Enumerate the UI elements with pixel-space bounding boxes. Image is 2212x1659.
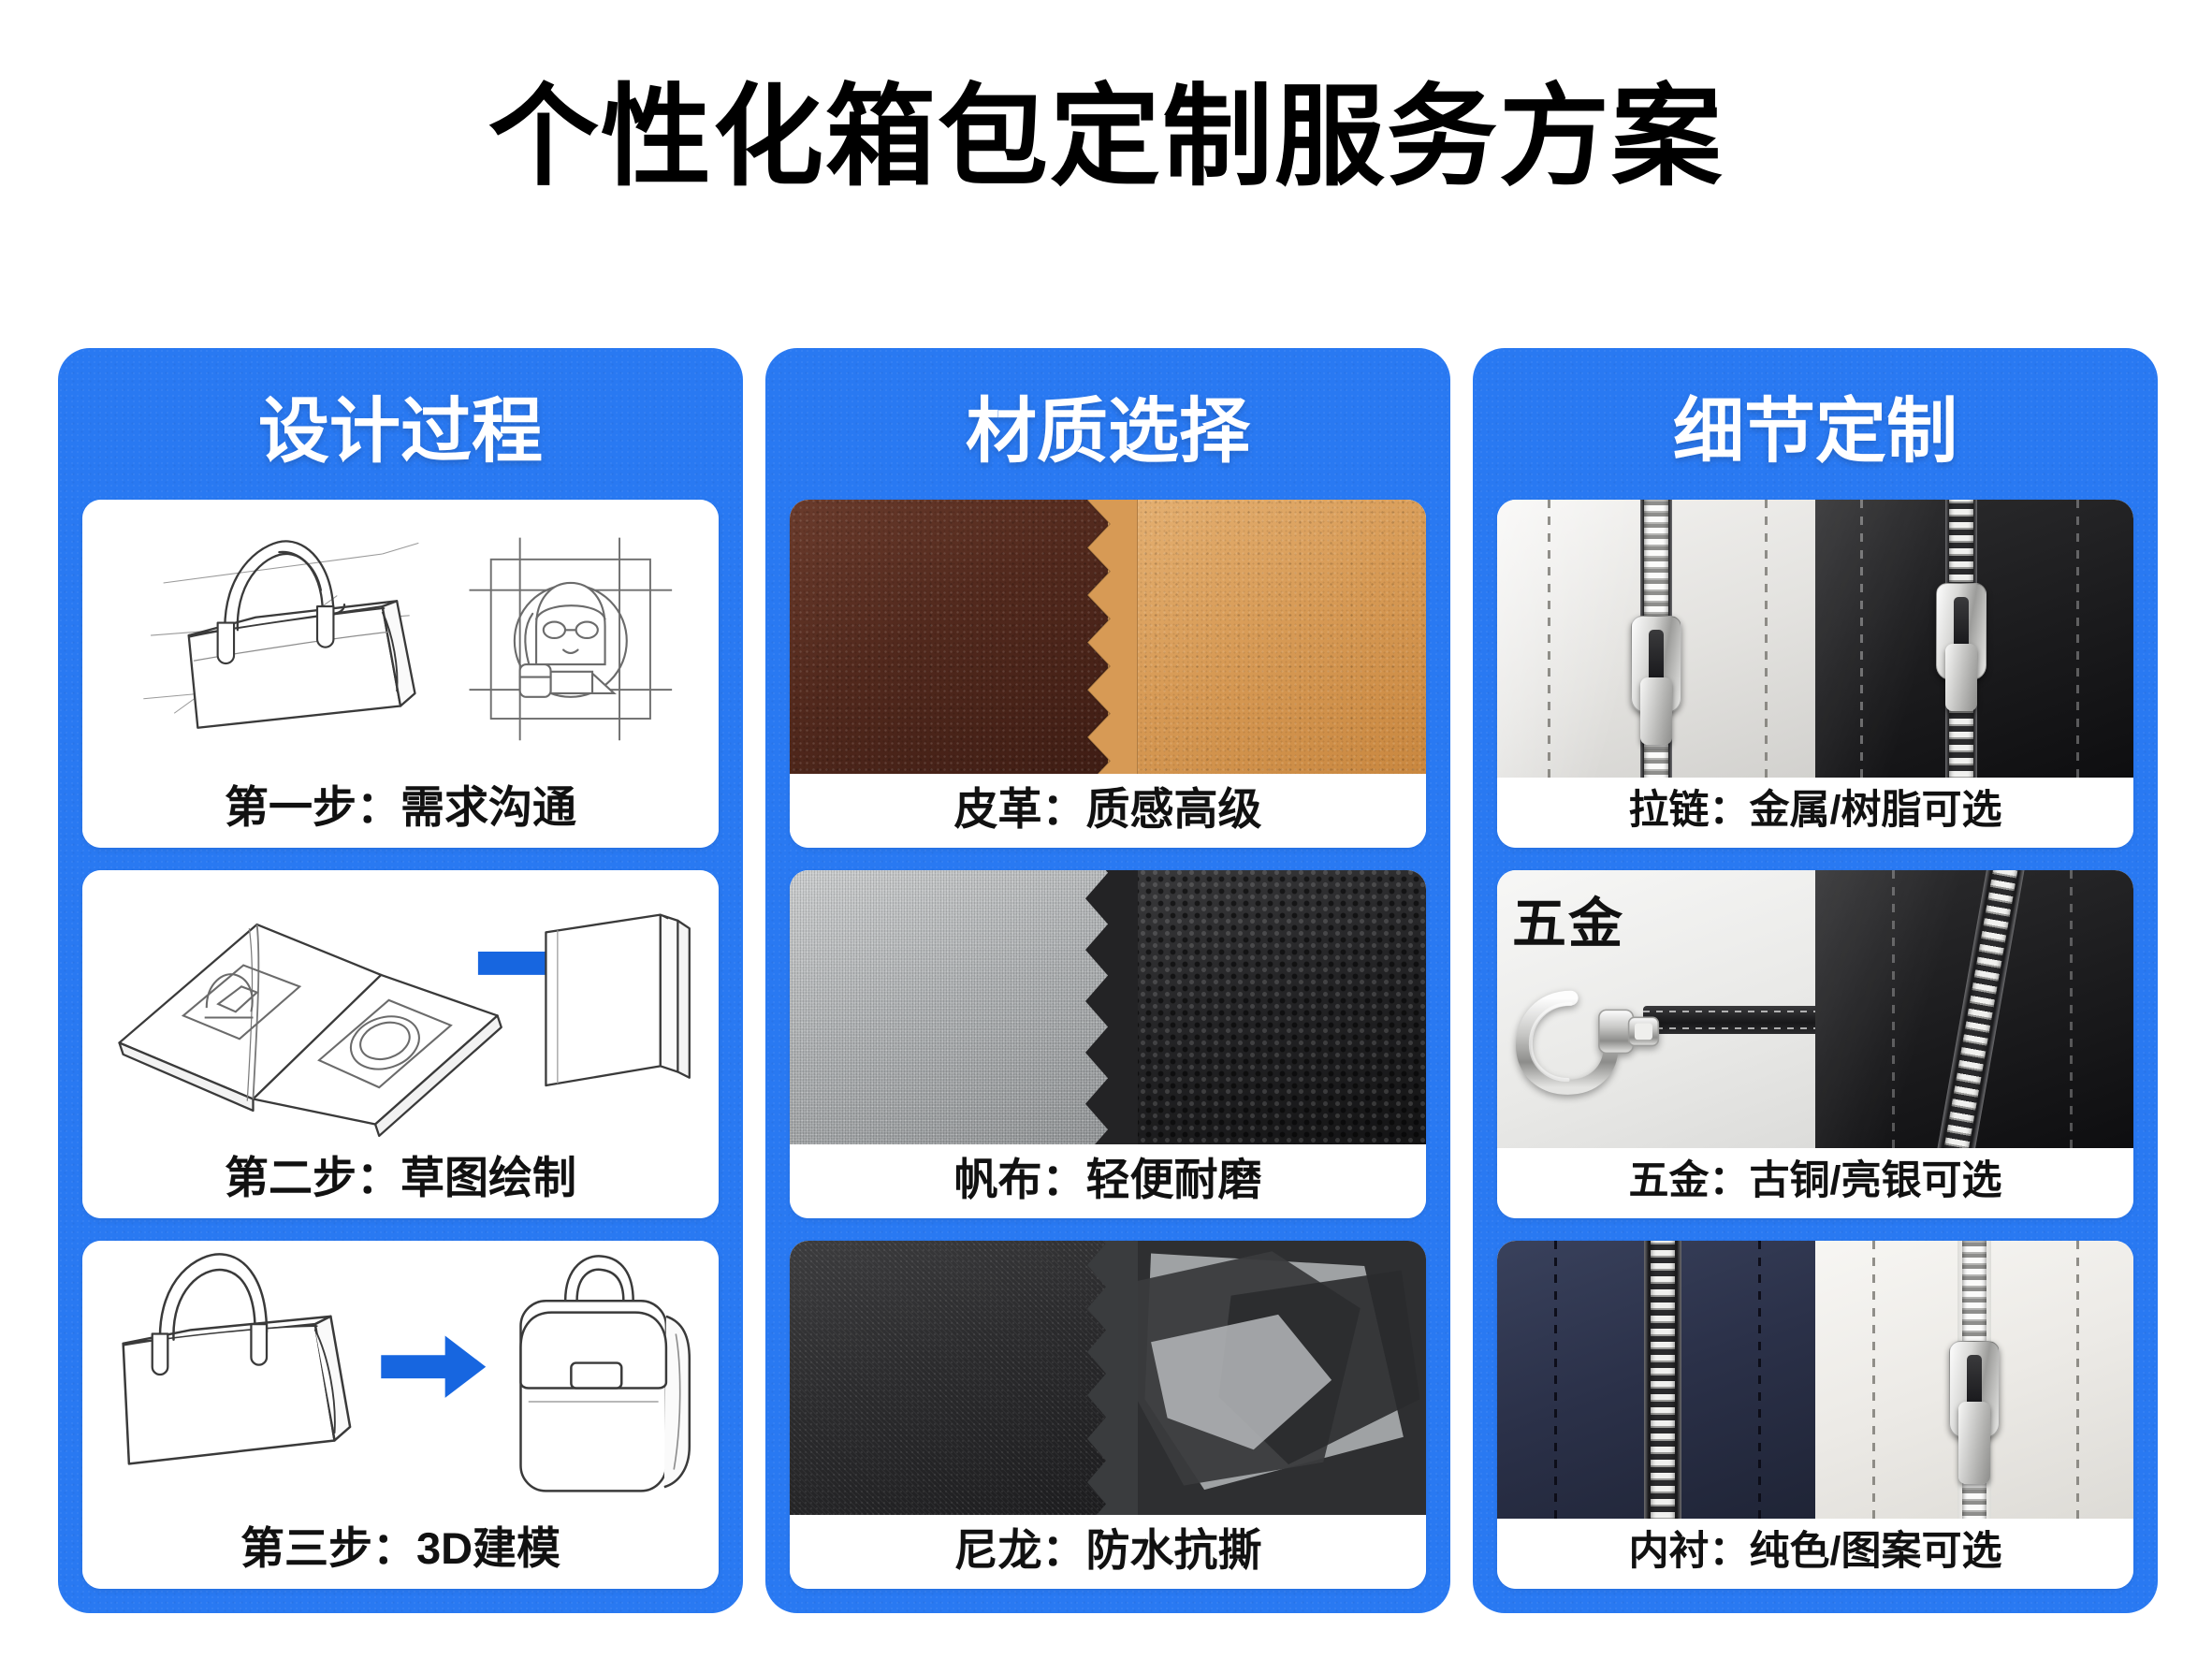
photo-half-black-zipper [1815,869,2133,1148]
card-material-nylon[interactable]: 尼龙：防水抗撕 [790,1240,1426,1590]
card-detail-hardware[interactable]: 五金 [1497,869,2133,1218]
swatch-zigzag-divider [1078,869,1138,1144]
card-step-2[interactable]: 第二步：草图绘制 [82,869,719,1218]
swatch-half-black-nylon [790,1240,1108,1516]
handbag-to-backpack-icon [122,1253,691,1492]
panel-design-process: 设计过程 [58,348,743,1613]
snap-hook-icon [1516,990,1660,1095]
illustration-handbag-sketch [82,499,719,771]
photo-half-white-leather-zipper [1497,499,1815,778]
photo-half-offwhite-lining [1815,1240,2133,1520]
nylon-fabric-sheets [1117,1240,1426,1516]
card-step-3[interactable]: 第三步：3D建模 [82,1240,719,1590]
illustration-sketchbook [82,869,719,1142]
photo-half-snap-hook: 五金 [1497,869,1815,1148]
panel-detail-customization: 细节定制 [1473,348,2158,1613]
card-material-canvas[interactable]: 帆布：轻便耐磨 [790,869,1426,1218]
caption-material-canvas: 帆布：轻便耐磨 [790,1143,1426,1218]
card-detail-lining[interactable]: 内衬：纯色/图案可选 [1497,1240,2133,1590]
caption-step-2: 第二步：草图绘制 [82,1141,719,1218]
caption-material-nylon: 尼龙：防水抗撕 [790,1515,1426,1590]
photo-zipper [1497,499,2133,778]
caption-step-3: 第三步：3D建模 [82,1512,719,1590]
swatch-zigzag-divider [1078,1240,1138,1516]
caption-detail-lining: 内衬：纯色/图案可选 [1497,1519,2133,1590]
photo-hardware: 五金 [1497,869,2133,1148]
panel-title-material-selection: 材质选择 [966,392,1250,472]
swatch-nylon [790,1240,1426,1516]
caption-detail-zipper: 拉链：金属/树脂可选 [1497,777,2133,848]
card-material-leather[interactable]: 皮革：质感高级 [790,499,1426,848]
panel-columns: 设计过程 [58,348,2158,1613]
swatch-half-dark-brown-leather [790,499,1108,774]
caption-step-1: 第一步：需求沟通 [82,770,719,848]
swatch-half-grey-canvas [790,869,1108,1144]
panel-material-selection: 材质选择 [765,348,1450,1613]
sketchbook-to-books-icon [118,913,691,1137]
photo-half-black-leather-zipper [1815,499,2133,778]
handbag-sketch-icon [143,537,673,740]
card-list-detail-customization: 拉链：金属/树脂可选 五金 [1497,499,2133,1590]
swatch-canvas [790,869,1426,1144]
caption-detail-hardware: 五金：古铜/亮银可选 [1497,1147,2133,1218]
card-detail-zipper[interactable]: 拉链：金属/树脂可选 [1497,499,2133,848]
page-title: 个性化箱包定制服务方案 [488,76,1724,199]
hardware-badge-label: 五金 [1512,893,1625,954]
photo-half-navy-lining [1497,1240,1815,1520]
card-list-design-process: 第一步：需求沟通 [82,499,719,1590]
panel-title-detail-customization: 细节定制 [1673,392,1957,472]
swatch-leather [790,499,1426,774]
arrow-right-icon [381,1335,487,1398]
caption-material-leather: 皮革：质感高级 [790,773,1426,848]
swatch-half-tan-leather [1108,499,1426,774]
swatch-half-pebbled-black [1108,869,1426,1144]
card-step-1[interactable]: 第一步：需求沟通 [82,499,719,848]
swatch-zigzag-divider [1078,499,1138,774]
card-list-material-selection: 皮革：质感高级 帆布： [790,499,1426,1590]
illustration-3d-model [82,1240,719,1513]
panel-title-design-process: 设计过程 [258,392,543,472]
photo-lining [1497,1240,2133,1520]
